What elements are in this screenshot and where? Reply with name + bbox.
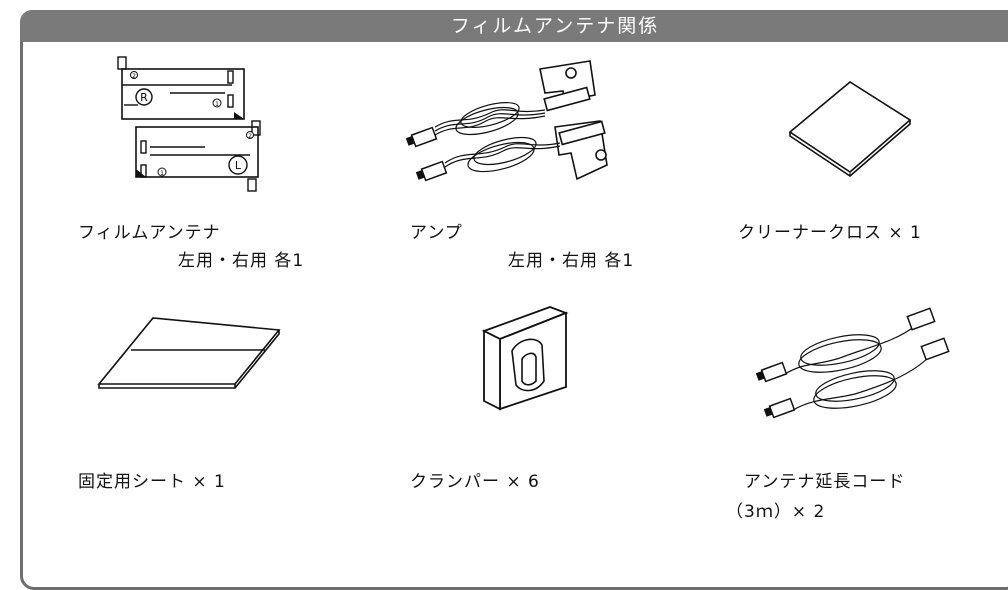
item-label-cleaner-cloth: クリーナークロス × 1: [738, 223, 922, 243]
item-note-extension-cord: （3ｍ）× 2: [726, 502, 826, 522]
film-antenna-illustration: R L 1 2 1 2: [117, 56, 261, 192]
item-note-amplifier: 左用・右用 各1: [508, 251, 635, 271]
antenna-r-letter: R: [140, 91, 148, 104]
amplifier-illustration: [405, 60, 608, 182]
item-label-fixing-sheet: 固定用シート × 1: [78, 472, 226, 492]
item-label-amplifier: アンプ: [410, 223, 463, 243]
cleaner-cloth-illustration: [788, 81, 912, 178]
antenna-l-letter: L: [235, 159, 242, 172]
item-label-clamper: クランパー × 6: [410, 472, 540, 492]
item-label-film-antenna: フィルムアンテナ: [78, 223, 221, 243]
item-note-film-antenna: 左用・右用 各1: [178, 251, 305, 271]
antenna-l-mark: [228, 155, 248, 175]
antenna-num-1b: 1: [160, 170, 164, 177]
fixing-sheet-illustration: [97, 317, 281, 389]
antenna-r-mark: [135, 88, 153, 106]
clamper-illustration: [481, 306, 569, 411]
antenna-num-2a: 2: [132, 73, 136, 80]
panel-header: フィルムアンテナ関係: [20, 10, 1008, 42]
item-label-extension-cord: アンテナ延長コード: [744, 472, 906, 492]
antenna-num-1a: 1: [215, 101, 219, 108]
panel-title: フィルムアンテナ関係: [450, 15, 660, 37]
antenna-num-2b: 2: [248, 133, 252, 140]
extension-cord-illustration: [755, 307, 950, 419]
